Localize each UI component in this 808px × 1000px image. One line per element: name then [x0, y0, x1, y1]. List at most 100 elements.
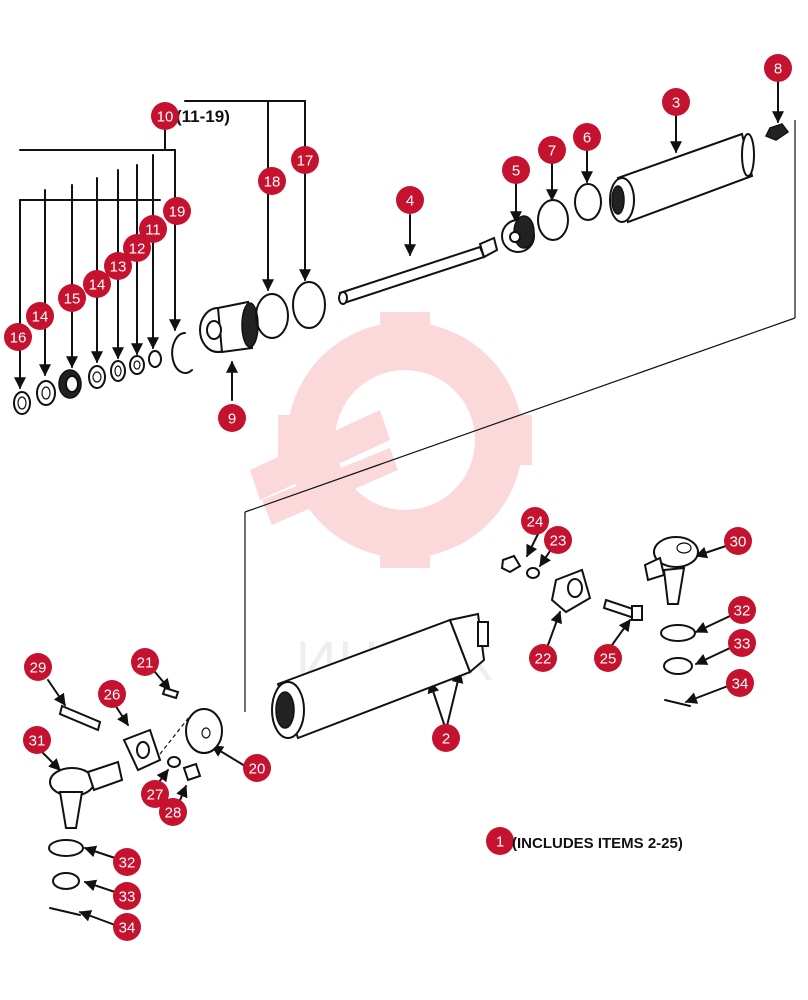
callout-number: 2	[442, 731, 450, 748]
callout-caption-number: 1	[496, 834, 504, 851]
callout-badge	[104, 252, 132, 280]
callout-10: 10	[151, 102, 179, 130]
callout-number: 30	[730, 534, 747, 551]
callout-badge	[23, 726, 51, 754]
bolt-29	[58, 704, 102, 732]
callout-number: 6	[583, 130, 591, 147]
callout-24: 24	[521, 507, 549, 535]
callout-number: 24	[527, 514, 544, 531]
callout-5: 5	[502, 156, 530, 184]
snap-ring-16	[13, 391, 31, 415]
callout-badge	[141, 780, 169, 808]
callout-badge	[218, 404, 246, 432]
shaft-4	[338, 236, 499, 305]
callout-30: 30	[724, 527, 752, 555]
washer-32b	[48, 839, 84, 857]
callout-19: 19	[163, 197, 191, 225]
gland-5	[501, 215, 535, 253]
callout-number: 4	[406, 193, 414, 210]
washer-23	[526, 567, 540, 579]
callout-number: 32	[119, 855, 136, 872]
callout-badge	[544, 526, 572, 554]
callout-badge	[113, 882, 141, 910]
callout-23: 23	[544, 526, 572, 554]
callout-28: 28	[159, 798, 187, 826]
leader-lines	[14, 81, 784, 926]
washer-12	[129, 355, 145, 375]
callout-number: 15	[64, 291, 81, 308]
washer-13	[110, 360, 126, 382]
callout-badge	[291, 146, 319, 174]
callout-16: 16	[4, 323, 32, 351]
callout-13: 13	[104, 252, 132, 280]
callout-number: 11	[145, 222, 161, 239]
callout-number: 32	[734, 603, 751, 620]
callout-number: 19	[169, 204, 186, 221]
ring-6	[574, 183, 602, 221]
callout-badge	[98, 680, 126, 708]
callout-badge	[123, 234, 151, 262]
callout-number: 31	[29, 733, 46, 750]
parts	[13, 123, 790, 916]
callout-number: 29	[30, 660, 47, 677]
callout-number: 9	[228, 411, 236, 428]
callout-22: 22	[529, 644, 557, 672]
callout-number: 18	[264, 174, 281, 191]
callout-14: 14	[26, 302, 54, 330]
callout-34: 34	[113, 913, 141, 941]
tie-rod-end-31	[49, 760, 124, 829]
callout-15: 15	[58, 284, 86, 312]
nut-24	[500, 554, 522, 574]
o-ring-17	[292, 281, 326, 329]
callout-badge	[538, 136, 566, 164]
callout-number: 34	[732, 676, 749, 693]
callout-badge	[243, 754, 271, 782]
callout-badge	[139, 215, 167, 243]
callout-number: 21	[137, 655, 154, 672]
ring-19	[171, 332, 193, 374]
washer-14b	[88, 365, 106, 389]
assembly-outline	[244, 120, 796, 712]
callout-badge	[113, 848, 141, 876]
callout-badge	[662, 88, 690, 116]
callout-number: 34	[119, 920, 136, 937]
callout-14: 14	[83, 270, 111, 298]
callout-badge	[4, 323, 32, 351]
callout-number: 16	[10, 330, 27, 347]
callout-number: 14	[32, 309, 49, 326]
callout-badge	[151, 102, 179, 130]
callout-32: 32	[113, 848, 141, 876]
callout-badge	[764, 54, 792, 82]
callout-number: 12	[129, 241, 146, 258]
callout-17: 17	[291, 146, 319, 174]
callout-8: 8	[764, 54, 792, 82]
o-ring-18	[255, 293, 289, 339]
callout-number: 33	[119, 889, 136, 906]
screw-21	[161, 686, 180, 700]
callout-number: 28	[165, 805, 182, 822]
bracket-label: (11-19)	[176, 107, 230, 126]
callout-badge	[521, 507, 549, 535]
callout-badge	[396, 186, 424, 214]
callout-33: 33	[728, 629, 756, 657]
callout-11: 11	[139, 215, 167, 243]
callout-badge	[728, 629, 756, 657]
castle-nut-33b	[52, 872, 80, 890]
cotter-pin-34b	[49, 907, 81, 916]
callout-4: 4	[396, 186, 424, 214]
callout-caption: 1	[486, 827, 514, 855]
watermark: ИНТЕХ	[250, 312, 532, 692]
callout-badge	[159, 798, 187, 826]
callout-number: 33	[734, 636, 751, 653]
cylinder-2	[271, 612, 489, 740]
callout-number: 7	[548, 143, 556, 160]
callout-badge	[594, 644, 622, 672]
callout-number: 20	[249, 761, 266, 778]
callout-number: 26	[104, 687, 121, 704]
bolt-25	[602, 598, 643, 621]
callout-32: 32	[728, 596, 756, 624]
callout-number: 14	[89, 277, 106, 294]
callout-2: 2	[432, 724, 460, 752]
